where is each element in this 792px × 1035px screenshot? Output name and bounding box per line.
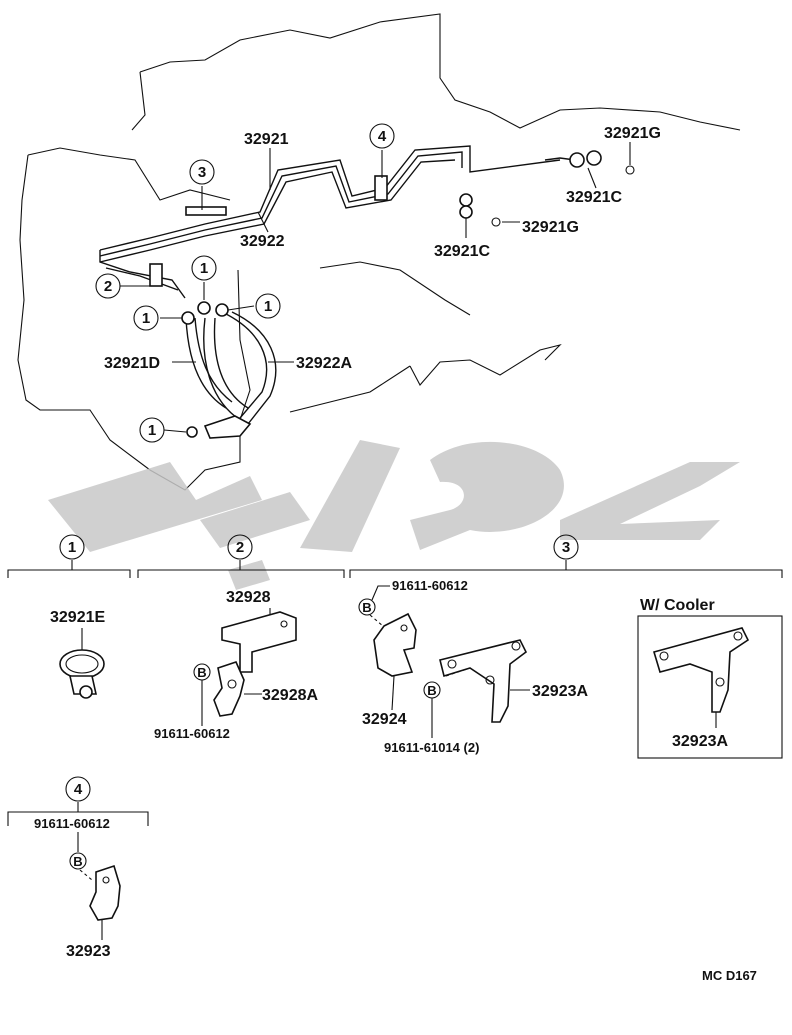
svg-text:4: 4 <box>378 128 387 145</box>
hose-clamp-icon <box>215 303 229 317</box>
label-32921: 32921 <box>244 131 289 148</box>
label-32922A: 32922A <box>296 355 352 372</box>
label-32921C-upper: 32921C <box>566 189 622 206</box>
svg-text:1: 1 <box>264 298 272 315</box>
tube-assembly <box>99 145 635 439</box>
label-bolt-91611-61014: 91611-61014 (2) <box>384 740 479 755</box>
label-32923A-cooler: 32923A <box>672 733 728 750</box>
group-1: 1 32921E <box>50 534 105 699</box>
group-2-callout: 2 <box>236 539 244 556</box>
svg-text:1: 1 <box>200 260 208 277</box>
label-32923A: 32923A <box>532 683 588 700</box>
diagram-code: MC D167 <box>702 968 757 983</box>
callout-1-b: 1 <box>255 293 281 319</box>
svg-text:B: B <box>73 854 82 869</box>
callout-2-top: 2 <box>95 273 121 299</box>
group-1-callout: 1 <box>68 539 76 556</box>
group-3: 3 91611-60612 B 32924 32923A B 91611-610… <box>358 534 783 759</box>
label-bolt-91611-60612-g2: 91611-60612 <box>154 726 230 741</box>
bolt-mark-icon <box>358 598 376 616</box>
label-32921C-lower: 32921C <box>434 243 490 260</box>
engine-outline <box>17 13 741 491</box>
callout-1-d: 1 <box>139 417 165 443</box>
gasket-ring-icon <box>491 217 501 227</box>
label-32921E: 32921E <box>50 609 105 626</box>
label-32928A: 32928A <box>262 687 318 704</box>
label-32921D: 32921D <box>104 355 160 372</box>
group-3-callout: 3 <box>562 539 570 556</box>
union-fitting-icon <box>459 205 473 219</box>
label-32922: 32922 <box>240 233 285 250</box>
svg-text:B: B <box>362 600 371 615</box>
hose-clamp-icon <box>181 311 195 325</box>
union-fitting-icon <box>459 193 473 207</box>
clamp-4-marker <box>374 175 388 201</box>
label-32924: 32924 <box>362 711 407 728</box>
svg-text:3: 3 <box>198 164 206 181</box>
label-32921G-upper: 32921G <box>604 125 661 142</box>
svg-text:B: B <box>197 665 206 680</box>
cooler-variant-box: W/ Cooler 32923A <box>637 597 783 759</box>
watermark-logo <box>48 440 740 590</box>
svg-text:1: 1 <box>142 310 150 327</box>
group-4-callout: 4 <box>74 781 83 798</box>
label-bolt-91611-60612-g4: 91611-60612 <box>34 816 110 831</box>
leader-lines <box>120 142 631 433</box>
clamp-2-marker <box>149 263 163 287</box>
bracket-icon <box>652 627 750 713</box>
svg-text:1: 1 <box>148 422 156 439</box>
gasket-ring-icon <box>625 165 635 175</box>
svg-text:2: 2 <box>104 278 112 295</box>
hose-clamp-icon <box>186 426 198 438</box>
callout-4-top: 4 <box>369 123 395 149</box>
group-4: 4 91611-60612 B 32923 <box>34 776 121 960</box>
cooler-title: W/ Cooler <box>640 597 715 614</box>
label-32928: 32928 <box>226 589 271 606</box>
group-2: 2 32928 32928A B 91611-60612 <box>154 534 318 741</box>
label-32921G-lower: 32921G <box>522 219 579 236</box>
bracket-icon <box>373 612 417 677</box>
section-divider <box>7 560 783 826</box>
bracket-icon <box>221 611 297 673</box>
tube-clamp-icon <box>89 864 121 921</box>
svg-text:B: B <box>427 683 436 698</box>
union-fitting-icon <box>569 152 585 168</box>
bracket-3-marker <box>185 206 227 216</box>
hose-clamp-icon <box>197 301 211 315</box>
callout-1-c: 1 <box>133 305 159 331</box>
label-32923: 32923 <box>66 943 111 960</box>
callout-1-a: 1 <box>191 255 217 281</box>
bolt-mark-icon <box>69 852 87 870</box>
union-fitting-icon <box>586 150 602 166</box>
hose-clamp-icon <box>59 649 105 679</box>
tube-clamp-icon <box>213 661 245 717</box>
label-bolt-91611-60612-g3: 91611-60612 <box>392 578 468 593</box>
bracket-icon <box>439 639 528 723</box>
callout-3-top: 3 <box>189 159 215 185</box>
